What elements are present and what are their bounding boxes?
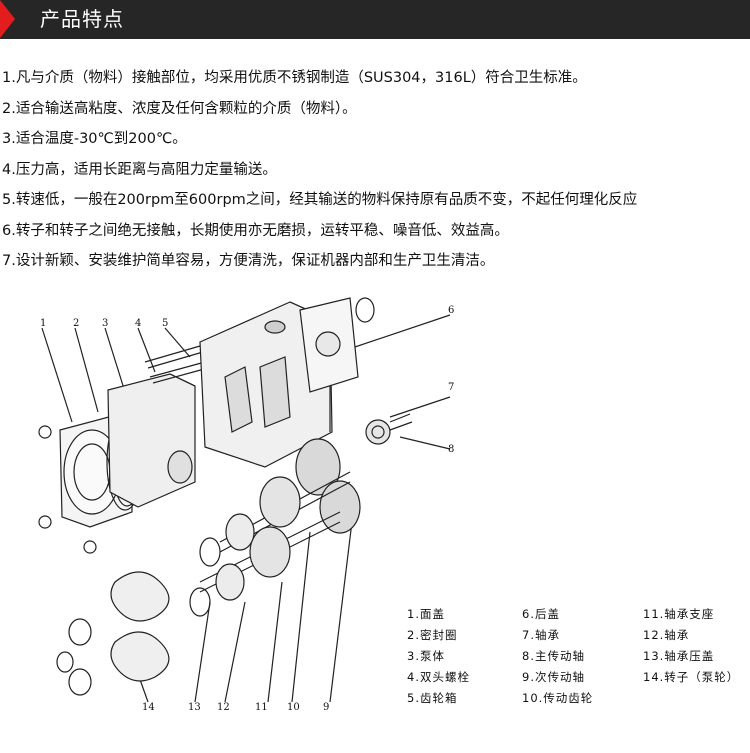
legend-item: 13.轴承压盖 <box>643 649 715 663</box>
legend-item: 14.转子（泵轮） <box>643 670 740 684</box>
legend-item: 9.次传动轴 <box>522 670 585 684</box>
feature-list: 1.凡与介质（物料）接触部位，均采用优质不锈钢制造（SUS304，316L）符合… <box>2 63 748 277</box>
callout-10: 10 <box>287 702 300 713</box>
legend-item: 1.面盖 <box>407 607 445 621</box>
callout-5: 5 <box>162 318 168 329</box>
header-accent-arrow <box>0 0 15 38</box>
callout-3: 3 <box>102 318 108 329</box>
parts-legend: 1.面盖 6.后盖 11.轴承支座 2.密封圈 7.轴承 12.轴承 3.泵体 … <box>407 606 747 716</box>
callout-7: 7 <box>448 382 454 393</box>
legend-item: 10.传动齿轮 <box>522 691 594 705</box>
legend-item: 6.后盖 <box>522 607 560 621</box>
feature-item-6: 6.转子和转子之间绝无接触，长期使用亦无磨损，运转平稳、噪音低、效益高。 <box>2 222 509 239</box>
callout-11: 11 <box>255 702 268 713</box>
legend-item: 4.双头螺栓 <box>407 670 470 684</box>
section-header: 产品特点 <box>0 0 750 39</box>
feature-item-2: 2.适合输送高粘度、浓度及任何含颗粒的介质（物料）。 <box>2 100 357 117</box>
legend-item: 8.主传动轴 <box>522 649 585 663</box>
callout-8: 8 <box>448 444 454 455</box>
section-title: 产品特点 <box>40 7 124 31</box>
callout-1: 1 <box>40 318 46 329</box>
feature-item-4: 4.压力高，适用长距离与高阻力定量输送。 <box>2 161 277 178</box>
callout-13: 13 <box>188 702 201 713</box>
callout-6: 6 <box>448 305 454 316</box>
feature-item-3: 3.适合温度-30℃到200℃。 <box>2 131 187 147</box>
legend-item: 2.密封圈 <box>407 628 458 642</box>
callout-4: 4 <box>135 318 141 329</box>
exploded-pump-diagram: 1 2 3 4 5 6 7 8 9 10 11 12 13 14 <box>38 297 454 713</box>
callout-12: 12 <box>217 702 230 713</box>
callout-14: 14 <box>142 702 155 713</box>
legend-item: 3.泵体 <box>407 649 445 663</box>
callout-9: 9 <box>323 702 329 713</box>
feature-item-7: 7.设计新颖、安装维护简单容易，方便清洗，保证机器内部和生产卫生清洁。 <box>2 253 495 269</box>
legend-item: 5.齿轮箱 <box>407 691 458 705</box>
legend-item: 7.轴承 <box>522 628 560 642</box>
legend-item: 12.轴承 <box>643 628 690 642</box>
feature-item-5: 5.转速低，一般在200rpm至600rpm之间，经其输送的物料保持原有品质不变… <box>2 192 638 208</box>
feature-item-1: 1.凡与介质（物料）接触部位，均采用优质不锈钢制造（SUS304，316L）符合… <box>2 70 587 86</box>
callout-2: 2 <box>73 318 79 329</box>
legend-item: 11.轴承支座 <box>643 607 715 621</box>
